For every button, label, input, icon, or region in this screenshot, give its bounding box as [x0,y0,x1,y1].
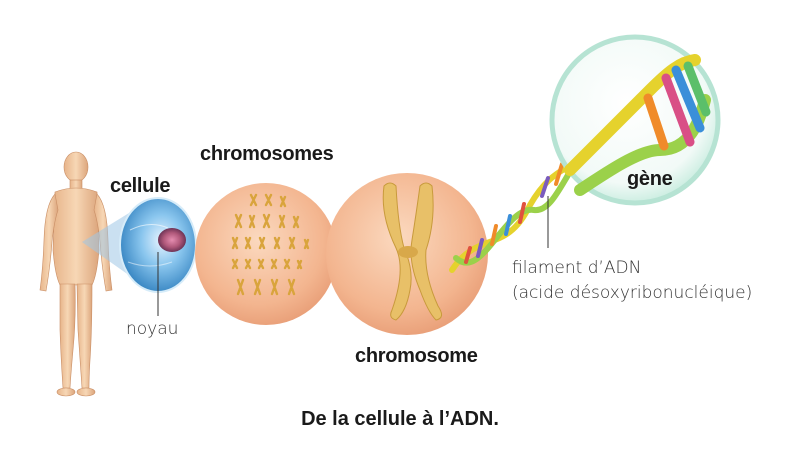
karyotype [231,193,310,296]
human-figure [39,151,113,397]
chromosome-label: chromosome [355,345,478,367]
cell-label: cellule [110,175,171,197]
large-chromosome [382,182,442,321]
nucleus-label: noyau [126,319,179,339]
gene-magnifier [549,34,721,206]
figure-caption: De la cellule à l’ADN. [301,408,499,430]
dna-label-line1: filament d’ADN [512,258,642,278]
chromosomes-label: chromosomes [200,143,334,165]
chromosome-disc [326,173,488,335]
chromosomes-disc [195,183,337,325]
dna-label-line2: (acide désoxyribonucléique) [512,283,753,303]
gene-label: gène [627,168,673,190]
